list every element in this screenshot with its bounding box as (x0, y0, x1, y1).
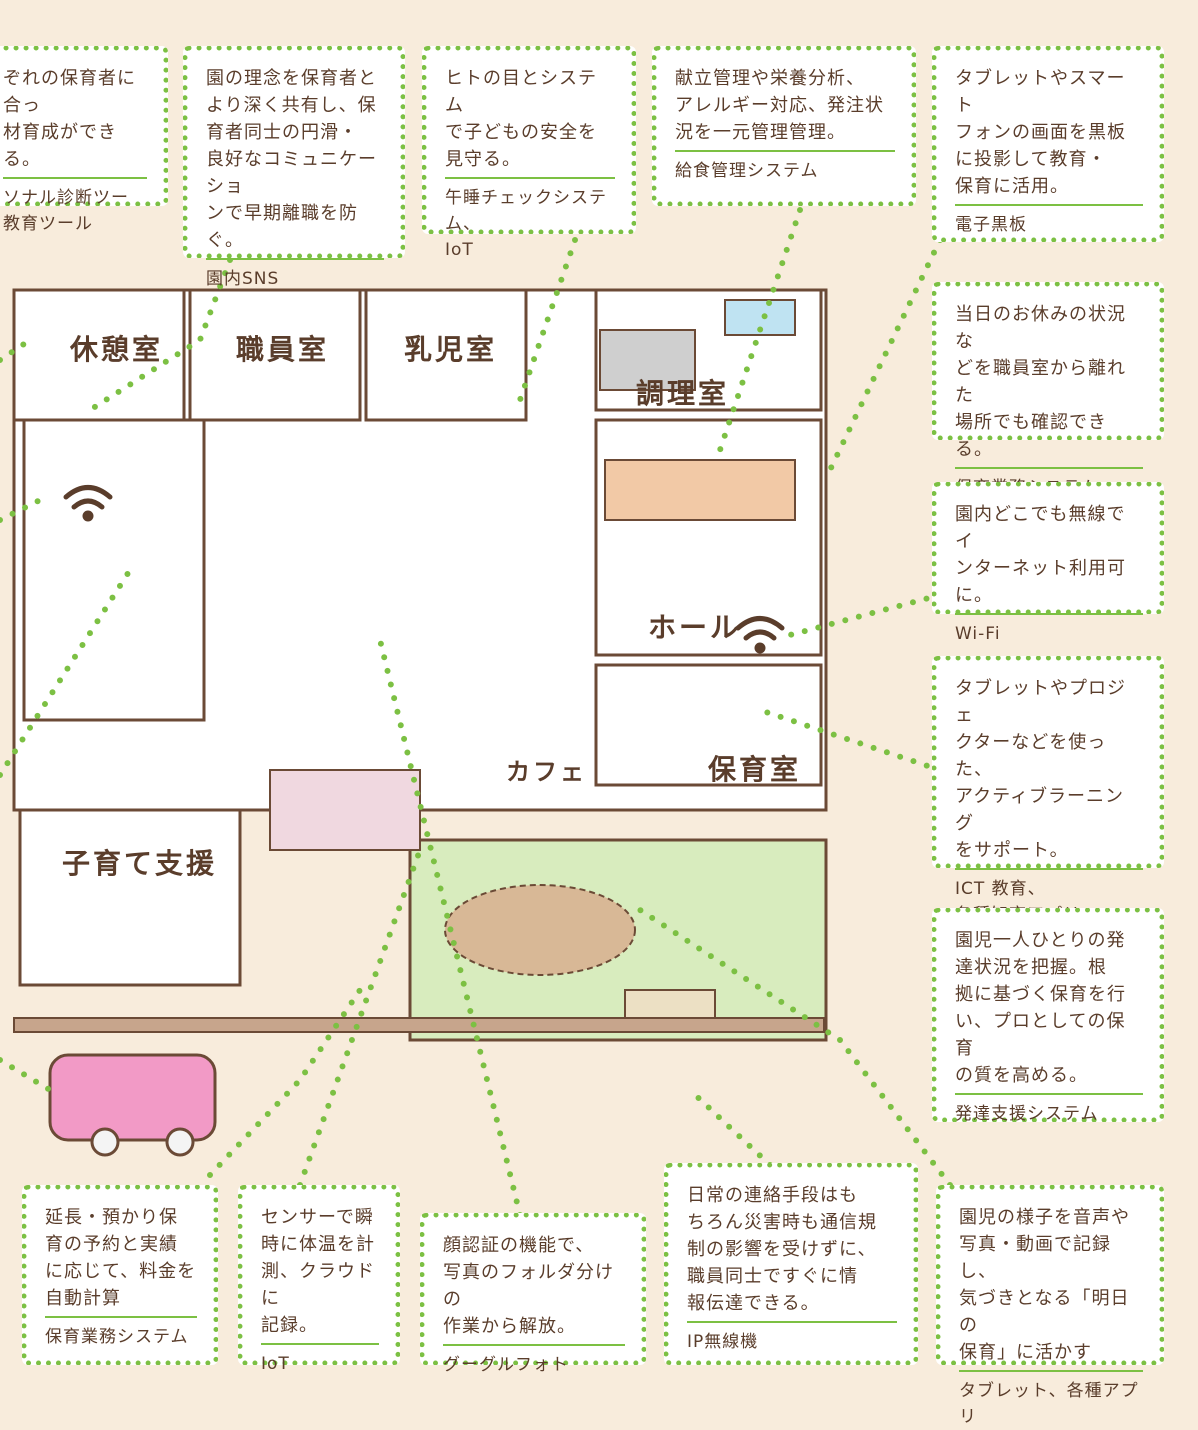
feature-box-wifi: 園内どこでも無線でイ ンターネット利用可に。 Wi-Fi (932, 482, 1164, 644)
room-kyukeishitsu (12, 288, 186, 422)
feature-desc: 献立管理や栄養分析、 アレルギー対応、発注状 況を一元管理管理。 (675, 65, 895, 152)
feature-tag: IoT (261, 1354, 290, 1374)
feature-desc: 顔認証の機能で、 写真のフォルダ分けの 作業から解放。 (443, 1232, 625, 1346)
wifi-icon (735, 616, 785, 654)
room-label-nyujishitsu: 乳児室 (404, 333, 498, 366)
room-hoikushitsu (594, 663, 823, 787)
feature-tag: 発達支援システム (955, 1104, 1099, 1124)
feature-tag: グーグルフォト (443, 1355, 569, 1375)
feature-desc: タブレットやスマート フォンの画面を黒板 に投影して教育・ 保育に活用。 (955, 65, 1143, 206)
feature-box-meal-management: 献立管理や栄養分析、 アレルギー対応、発注状 況を一元管理管理。 給食管理システ… (652, 46, 916, 206)
feature-box-extended-care: 延長・預かり保 育の予約と実績 に応じて、料金を 自動計算 保育業務システム (22, 1185, 218, 1365)
feature-box-personal-diagnosis: ぞれの保育者に合っ 材育成ができる。 ソナル診断ツー 教育ツール (0, 46, 168, 234)
feature-desc: ぞれの保育者に合っ 材育成ができる。 (3, 65, 147, 179)
feature-tag: Wi-Fi (955, 624, 1001, 644)
bus (48, 1053, 217, 1142)
feature-box-development-support: 園児一人ひとりの発 達状況を把握。根 拠に基づく保育を行 い、プロとしての保育 … (932, 908, 1164, 1124)
feature-box-google-photos: 顔認証の機能で、 写真のフォルダ分けの 作業から解放。 グーグルフォト (420, 1213, 646, 1375)
feature-box-ip-radio: 日常の連絡手段はも ちろん災害時も通信規 制の影響を受けずに、 職員同士ですぐに… (664, 1163, 918, 1365)
stove (599, 329, 696, 391)
building-map (0, 207, 953, 1218)
feature-tag: タブレット、各種アプリ (959, 1381, 1139, 1427)
feature-desc: 園内どこでも無線でイ ンターネット利用可に。 (955, 501, 1143, 615)
fence (13, 1017, 825, 1033)
room-nyujishitsu (364, 288, 528, 422)
room-label-kosodate: 子育て支援 (62, 847, 218, 880)
room-label-hoikushitsu: 保育室 (708, 753, 802, 786)
feature-box-sns: 園の理念を保育者と より深く共有し、保 育者同士の円滑・ 良好なコミュニケーショ… (183, 46, 405, 289)
room-label-chorishitsu: 調理室 (636, 377, 730, 410)
feature-desc: 延長・預かり保 育の予約と実績 に応じて、料金を 自動計算 (45, 1204, 197, 1318)
feature-tag: IP無線機 (687, 1332, 759, 1352)
feature-desc: 日常の連絡手段はも ちろん災害時も通信規 制の影響を受けずに、 職員同士ですぐに… (687, 1182, 897, 1323)
entrance-floor (269, 769, 421, 851)
feature-tag: 午睡チェックシステム、 IoT (445, 188, 607, 260)
room-kosodate (18, 808, 242, 987)
feature-desc: 園児の様子を音声や 写真・動画で記録し、 気づきとなる「明日の 保育」に活かす (959, 1204, 1143, 1372)
feature-desc: ヒトの目とシステム で子どもの安全を 見守る。 (445, 65, 615, 179)
feature-box-nap-check: ヒトの目とシステム で子どもの安全を 見守る。 午睡チェックシステム、 IoT (422, 46, 636, 260)
sandpit (624, 989, 716, 1021)
room-label-shokuinshitsu: 職員室 (236, 333, 330, 366)
feature-desc: 当日のお休みの状況な どを職員室から離れた 場所でも確認できる。 (955, 301, 1143, 469)
connector-lines (0, 207, 953, 1218)
bus-wheel (165, 1127, 195, 1157)
room-shokuinshitsu (188, 288, 362, 422)
room-label-hall: ホール (648, 611, 742, 644)
room-label-kyukeishitsu: 休憩室 (70, 333, 164, 366)
sandbox-track (444, 884, 636, 976)
room-office-desks (22, 418, 206, 722)
feature-desc: 園の理念を保育者と より深く共有し、保 育者同士の円滑・ 良好なコミュニケーショ… (206, 65, 384, 260)
feature-box-temperature-sensor: センサーで瞬 時に体温を計 測、クラウドに 記録。 IoT (238, 1185, 400, 1374)
hall-stage (604, 459, 796, 521)
bus-wheel (90, 1127, 120, 1157)
feature-tag: 電子黒板 (955, 215, 1027, 235)
feature-box-attendance: 当日のお休みの状況な どを職員室から離れた 場所でも確認できる。 保育業務システ… (932, 282, 1164, 498)
feature-desc: 園児一人ひとりの発 達状況を把握。根 拠に基づく保育を行 い、プロとしての保育 … (955, 927, 1143, 1095)
feature-box-tablet-record: 園児の様子を音声や 写真・動画で記録し、 気づきとなる「明日の 保育」に活かす … (936, 1185, 1164, 1427)
room-label-cafe: カフェ (506, 758, 587, 786)
feature-tag: 保育業務システム (45, 1327, 189, 1347)
feature-tag: 園内SNS (206, 269, 280, 289)
feature-desc: タブレットやプロジェ クターなどを使った、 アクティブラーニング をサポート。 (955, 675, 1143, 870)
feature-tag: 給食管理システム (675, 161, 819, 181)
wifi-icon (63, 485, 113, 522)
feature-box-electronic-blackboard: タブレットやスマート フォンの画面を黒板 に投影して教育・ 保育に活用。 電子黒… (932, 46, 1164, 242)
feature-desc: センサーで瞬 時に体温を計 測、クラウドに 記録。 (261, 1204, 379, 1345)
feature-tag: ソナル診断ツー 教育ツール (3, 188, 129, 234)
feature-box-ict-education: タブレットやプロジェ クターなどを使った、 アクティブラーニング をサポート。 … (932, 656, 1164, 925)
